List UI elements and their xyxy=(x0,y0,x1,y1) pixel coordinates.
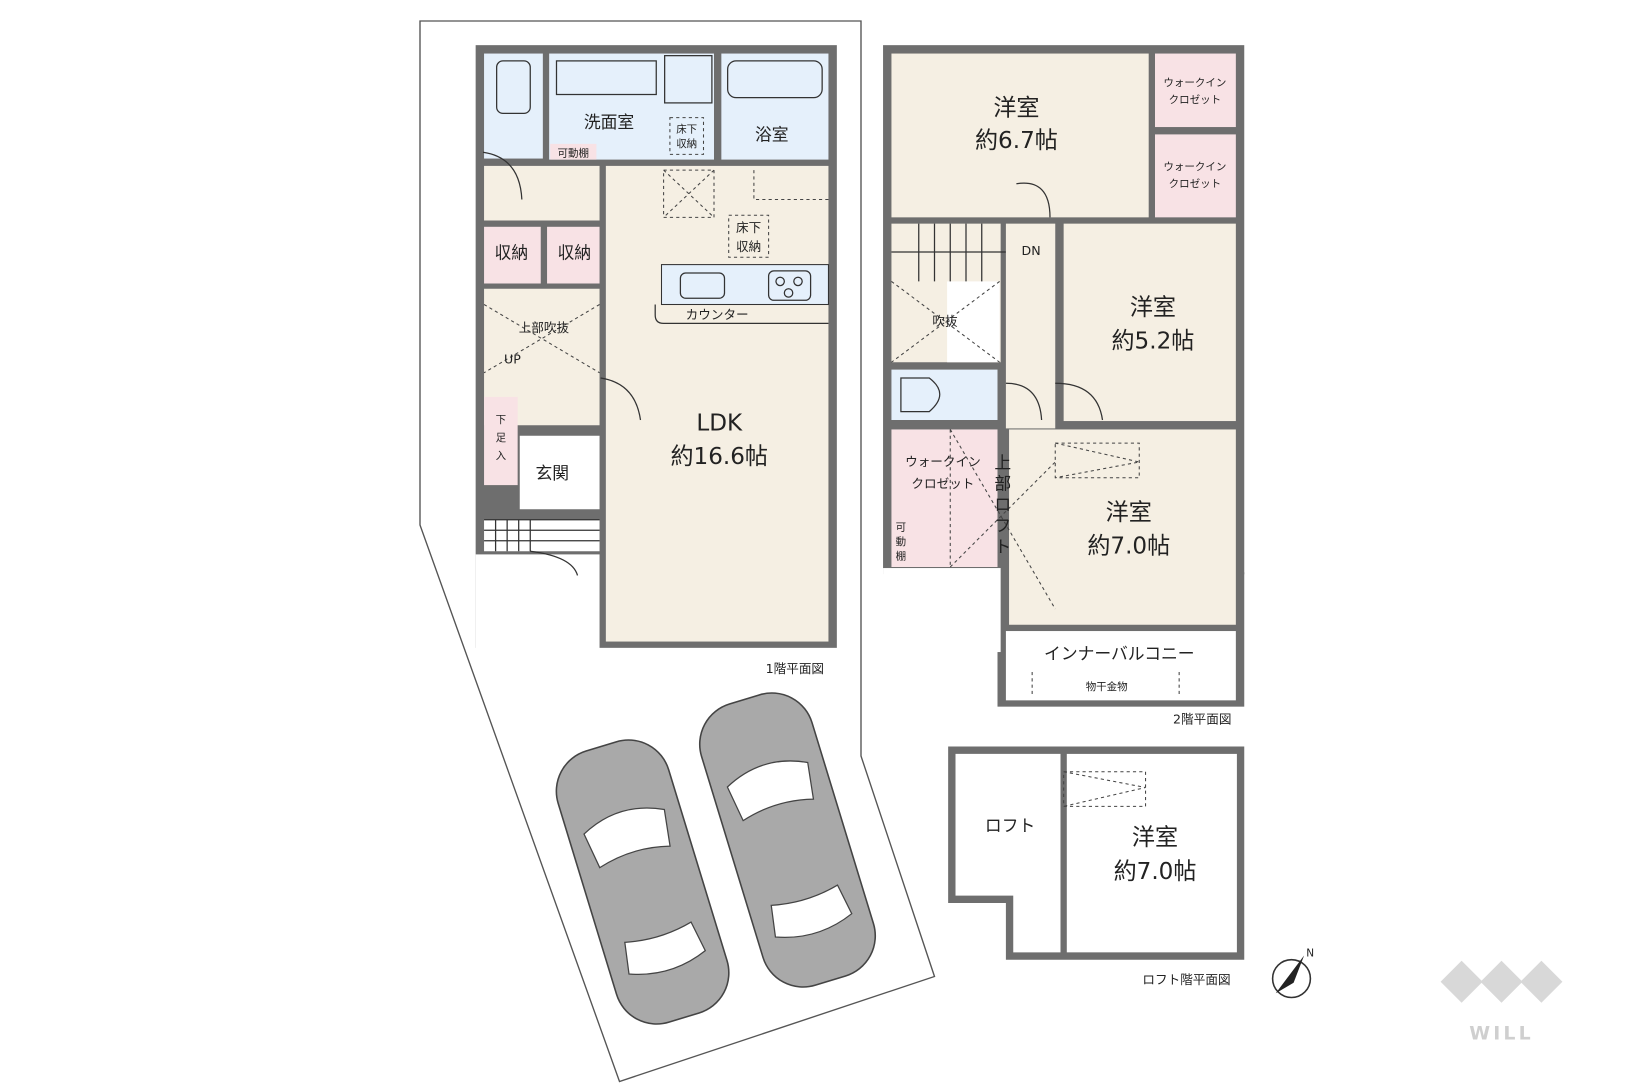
lot-boundary xyxy=(419,20,936,1083)
loft-room-size: 約7.0帖 xyxy=(1114,859,1197,885)
movable-shelf-2f-label-3: 棚 xyxy=(896,550,907,563)
ldk-label: LDK xyxy=(696,411,743,437)
underfloor-storage-label: 床下 xyxy=(676,122,697,135)
wic-2-label: ウォークイン xyxy=(1163,161,1226,173)
entrance xyxy=(519,435,600,510)
wic-1-label: ウォークイン xyxy=(1163,77,1226,89)
void-label: 吹抜 xyxy=(932,314,958,329)
room-c xyxy=(1009,429,1236,625)
counter-label: カウンター xyxy=(686,307,749,322)
room-b-size: 約5.2帖 xyxy=(1111,329,1194,355)
car-icon xyxy=(698,692,877,988)
wic-3-label-2: クロゼット xyxy=(911,476,974,491)
movable-shelf-2f-label: 可 xyxy=(896,521,907,533)
washroom xyxy=(549,53,714,160)
storage-2 xyxy=(547,226,600,284)
loft-above-label-2: 部 xyxy=(994,473,1011,493)
entrance-label: 玄関 xyxy=(536,463,570,483)
loft-room xyxy=(1066,753,1237,953)
bathroom-label: 浴室 xyxy=(755,125,789,145)
wic-2 xyxy=(1155,134,1236,218)
ldk xyxy=(605,165,829,642)
loft-above-label-4: フ xyxy=(994,515,1011,535)
inner-balcony xyxy=(1005,631,1236,701)
storage-1-label: 収納 xyxy=(495,242,529,262)
balcony-label: インナーバルコニー xyxy=(1044,643,1195,663)
loft-above-label-5: ト xyxy=(994,536,1011,556)
loft-plan: ロフト 洋室 約7.0帖 ロフト階平面図 xyxy=(948,746,1245,987)
drying-hardware-label: 物干金物 xyxy=(1086,680,1128,693)
void-above-label: 上部吹抜 xyxy=(519,320,570,335)
room-c-label: 洋室 xyxy=(1106,500,1152,526)
movable-shelf-label: 可動棚 xyxy=(558,146,590,159)
kitchen-storage-label: 床下 xyxy=(736,220,761,235)
wic-1-label-2: クロゼット xyxy=(1169,94,1222,106)
toilet-1f xyxy=(484,53,543,159)
loft-above-label-3: ロ xyxy=(994,494,1011,514)
wic-1 xyxy=(1155,53,1236,128)
toilet-2f xyxy=(891,369,998,420)
storage-2-label: 収納 xyxy=(558,242,592,262)
floor-1-caption: 1階平面図 xyxy=(766,661,824,676)
wic-3-label: ウォークイン xyxy=(905,454,981,469)
underfloor-storage-label-2: 収納 xyxy=(676,137,697,150)
hall-2f xyxy=(1005,223,1056,429)
shoe-storage-label-2: 足 xyxy=(496,432,507,444)
room-a-size: 約6.7帖 xyxy=(975,128,1058,154)
compass-label: N xyxy=(1306,948,1314,960)
room-b-label: 洋室 xyxy=(1130,295,1176,321)
door-tiles xyxy=(484,519,600,576)
shoe-storage-label-3: 入 xyxy=(496,450,507,462)
parking-cars xyxy=(555,692,877,1025)
room-a xyxy=(891,53,1149,218)
movable-shelf-2f-label-2: 動 xyxy=(896,535,907,548)
shoe-storage-label: 下 xyxy=(496,414,507,426)
loft-label: ロフト xyxy=(985,816,1035,836)
loft-caption: ロフト階平面図 xyxy=(1142,972,1230,987)
bathroom xyxy=(721,53,829,160)
hall-1f xyxy=(484,165,600,221)
washroom-label: 洗面室 xyxy=(584,112,634,132)
floor-2-caption: 2階平面図 xyxy=(1173,711,1231,726)
shoe-storage xyxy=(484,396,518,486)
kitchen-storage-label-2: 収納 xyxy=(736,239,761,254)
room-a-label: 洋室 xyxy=(993,96,1039,122)
room-b xyxy=(1063,223,1236,422)
porch xyxy=(484,519,600,552)
dn-label: DN xyxy=(1022,243,1041,258)
loft-above-label: 上 xyxy=(994,452,1011,472)
car-icon xyxy=(555,739,730,1025)
porch-gap xyxy=(475,554,600,649)
will-logo: WILL xyxy=(1440,960,1563,1045)
storage-1 xyxy=(484,226,541,284)
up-label: UP xyxy=(504,351,521,366)
room-c-size: 約7.0帖 xyxy=(1087,533,1170,559)
floor-1-plan: 洗面室 床下 収納 浴室 可動棚 床下 収納 収納 収納 カウンター 上部吹抜 … xyxy=(475,45,837,676)
ldk-size: 約16.6帖 xyxy=(670,444,768,470)
logo-text: WILL xyxy=(1469,1023,1534,1045)
wic-2-label-2: クロゼット xyxy=(1169,178,1222,190)
compass-icon: N xyxy=(1271,948,1314,999)
floor-2-plan: 洋室 約6.7帖 ウォークイン クロゼット ウォークイン クロゼット DN 吹抜… xyxy=(883,45,1245,726)
loft-room-label: 洋室 xyxy=(1132,825,1178,851)
